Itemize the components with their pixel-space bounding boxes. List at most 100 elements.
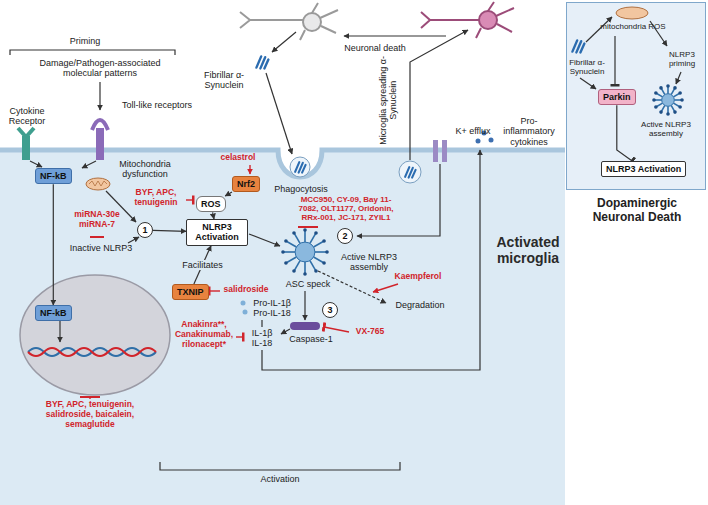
node-text: Parkin bbox=[603, 92, 631, 102]
connector bbox=[53, 184, 54, 305]
vesicle bbox=[399, 161, 421, 183]
inset-ground bbox=[567, 3, 705, 189]
fibril-icon bbox=[572, 40, 584, 52]
inflammasome-dot bbox=[659, 86, 663, 90]
node-text: 3 bbox=[323, 303, 337, 317]
potassium-channel bbox=[442, 140, 447, 162]
node-text: Nrf2 bbox=[237, 179, 255, 189]
protein-box: Parkin bbox=[598, 89, 636, 105]
inflammasome-spoke bbox=[315, 251, 327, 253]
annotation-label: Pro-IL-1β Pro-IL-18 bbox=[250, 298, 294, 319]
annotation-label: IL-1β IL-18 bbox=[246, 328, 278, 349]
inflammasome-dot bbox=[654, 91, 658, 95]
dopaminergic-neuron bbox=[421, 2, 514, 38]
annotation-label: Cytokine Receptor bbox=[2, 106, 52, 127]
inflammasome-spoke bbox=[286, 241, 296, 247]
annotation-label: Active NLRP3 assembly bbox=[628, 120, 704, 138]
transcription-factor-box: NF-kB bbox=[35, 305, 72, 321]
potassium-channel bbox=[433, 140, 438, 162]
ros-box: ROS bbox=[196, 196, 226, 212]
drug-label: Kaempferol bbox=[392, 272, 444, 282]
protein-box: Nrf2 bbox=[232, 176, 260, 192]
node-text: NLRP3 Activation bbox=[606, 164, 681, 174]
annotation-label: mitochondria ROS bbox=[598, 22, 668, 31]
mitochondrion bbox=[86, 178, 110, 190]
inflammasome-dot bbox=[325, 250, 329, 254]
toll-like-receptor bbox=[92, 120, 108, 160]
step-circle: 3 bbox=[322, 302, 338, 318]
node-text: TXNIP bbox=[177, 287, 204, 297]
section-label: Activation bbox=[250, 474, 310, 484]
cytokine-dots bbox=[476, 139, 481, 144]
inflammasome-dot bbox=[292, 269, 296, 273]
inflammasome-spoke bbox=[314, 241, 324, 247]
inflammasome-dot bbox=[314, 231, 318, 235]
toll-like-receptor bbox=[92, 120, 108, 130]
inflammasome-dot bbox=[281, 250, 285, 254]
annotation-label: ASC speck bbox=[284, 279, 332, 289]
cytokine-receptor bbox=[22, 136, 30, 160]
inflammasome-spoke bbox=[304, 230, 306, 242]
annotation-label: Neuronal death bbox=[340, 43, 410, 53]
connector bbox=[225, 192, 232, 196]
inflammasome bbox=[281, 84, 684, 276]
drug-label: Anakinra**, Canakinumab, rilonacept* bbox=[172, 320, 236, 349]
fibril-icon bbox=[256, 56, 268, 68]
inhibit-line bbox=[298, 226, 318, 228]
mitochondrion bbox=[616, 7, 648, 19]
annotation-label: Fibrillar α-Synuclein bbox=[196, 70, 252, 91]
inflammasome-dot bbox=[673, 110, 677, 114]
annotation-label: Degradation bbox=[392, 300, 448, 310]
drug-label: BYF, APC, tenuigenin bbox=[128, 188, 184, 208]
inflammasome-dot bbox=[314, 269, 318, 273]
protein-box: TXNIP bbox=[172, 284, 209, 300]
arrow bbox=[676, 72, 681, 84]
inflammasome-dot bbox=[654, 105, 658, 109]
node-text: Activated microglia bbox=[492, 234, 564, 266]
inflammasome-dot bbox=[659, 110, 663, 114]
node-text: 1 bbox=[138, 223, 152, 237]
inflammasome-core bbox=[295, 242, 315, 262]
arrow bbox=[262, 150, 480, 370]
mitochondrion bbox=[89, 181, 107, 186]
cytokine-dots bbox=[489, 138, 494, 143]
dna-strand bbox=[28, 348, 156, 356]
cytokine-receptor bbox=[18, 128, 34, 160]
inflammasome-dot bbox=[666, 84, 670, 88]
annotation-label: K+ efflux bbox=[448, 126, 498, 136]
drug-arrow bbox=[373, 284, 398, 292]
annotation-label: Phagocytosis bbox=[272, 184, 330, 194]
arrow bbox=[281, 329, 290, 334]
inflammasome-dot bbox=[322, 239, 326, 243]
node-text: NF-kB bbox=[40, 308, 67, 318]
annotation-label: Active NLRP3 assembly bbox=[340, 252, 398, 273]
arrow bbox=[99, 82, 100, 110]
inhibit-line bbox=[236, 336, 243, 337]
inflammasome-spoke bbox=[310, 261, 316, 271]
arrow bbox=[344, 35, 446, 36]
mitochondrion bbox=[86, 178, 110, 190]
drug-label: celastrol bbox=[218, 153, 258, 163]
inflammasome-dot bbox=[652, 98, 656, 102]
arrow bbox=[304, 291, 305, 320]
drug-arrow bbox=[249, 165, 250, 174]
annotation-label: Mitochondria dysfunction bbox=[116, 159, 174, 180]
inflammasome-dot bbox=[303, 228, 307, 232]
inhibit-line bbox=[209, 290, 220, 291]
node-text: 2 bbox=[338, 229, 352, 243]
inflammasome-spoke bbox=[286, 257, 296, 263]
drug-label: BYF, APC, tenuigenin, salidroside, baica… bbox=[28, 400, 152, 429]
node-text: NLRP3 Activation bbox=[191, 222, 243, 243]
arrow bbox=[30, 161, 42, 167]
step-circle: 2 bbox=[337, 228, 353, 244]
drug-label: salidroside bbox=[222, 285, 270, 295]
inflammasome-dot bbox=[303, 272, 307, 276]
inflammasome-dot bbox=[292, 231, 296, 235]
inflammasome-dot bbox=[322, 261, 326, 265]
node-text: Dopaminergic Neuronal Death bbox=[571, 197, 703, 225]
cell-region: Activated microgliaNF-kB Nrf2ROS 1 NLRP3 Ac… bbox=[0, 148, 565, 505]
arrow bbox=[261, 320, 262, 327]
arrow bbox=[266, 73, 292, 154]
inhibit-line bbox=[614, 36, 615, 85]
